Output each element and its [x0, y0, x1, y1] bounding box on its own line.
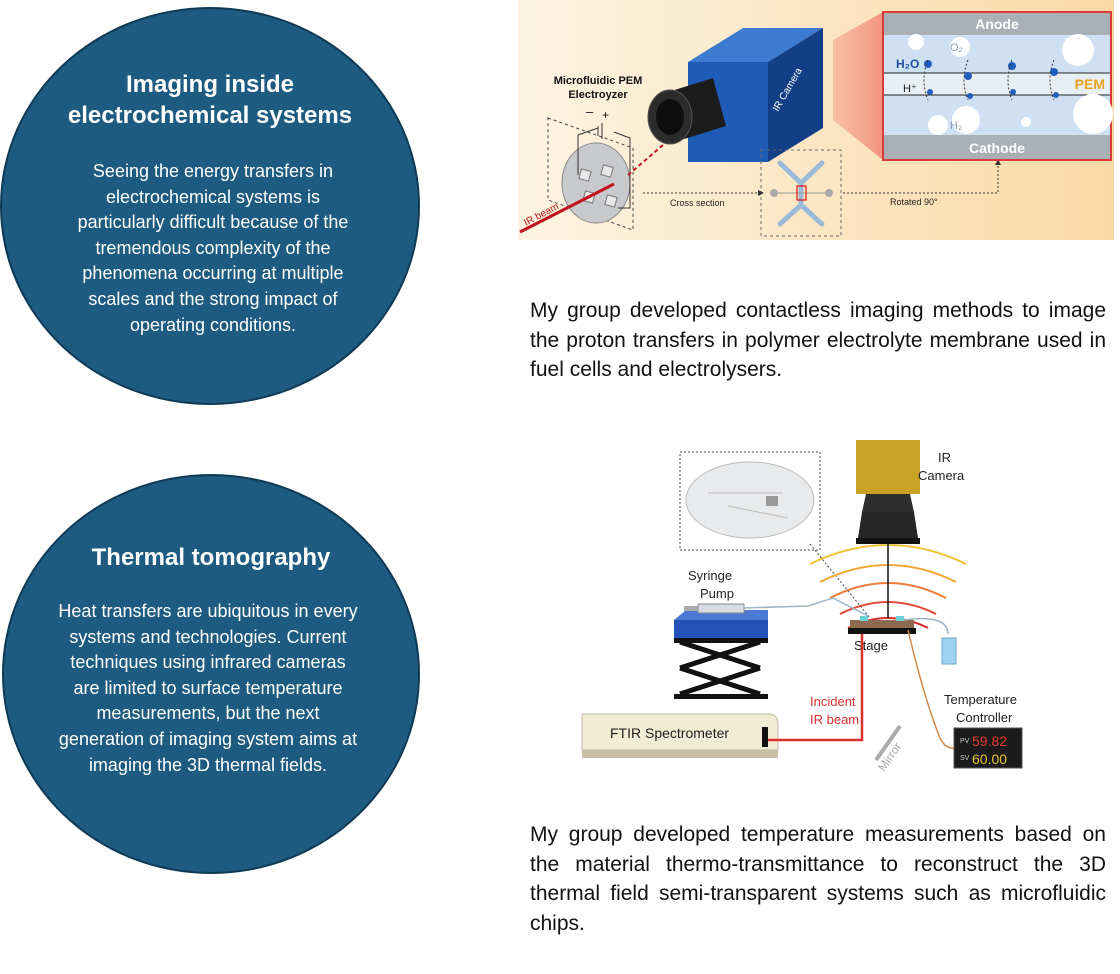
- electrolyzer-label: Microfluidic PEM: [554, 75, 643, 87]
- pem-label: PEM: [1075, 76, 1105, 92]
- collection-vial: [941, 637, 957, 665]
- sample-chip: [850, 620, 914, 628]
- chip-disk: [685, 461, 815, 539]
- cathode-label: Cathode: [969, 140, 1025, 156]
- anode-layer: [884, 13, 1110, 35]
- stage-plate: [848, 628, 916, 634]
- temp-controller-label: Controller: [956, 710, 1013, 725]
- pv-label: PV: [960, 738, 970, 745]
- plus-sign: +: [602, 108, 609, 122]
- syringe-label: Pump: [700, 586, 734, 601]
- syringe-pump-body: [674, 620, 768, 638]
- anode-label: Anode: [975, 16, 1019, 32]
- section-circle-electrochemical: Imaging inside electrochemical systems S…: [0, 7, 420, 405]
- temp-controller: [953, 727, 1023, 769]
- section-caption: My group developed contactless imaging m…: [530, 299, 1106, 381]
- h2-label: H₂: [950, 120, 962, 132]
- scissor-lift: [679, 639, 761, 697]
- camera-top: [688, 28, 823, 62]
- stage-label: Stage: [854, 638, 888, 653]
- pem-electrolyzer-figure: Microfluidic PEM Electroyzer – + IR beam…: [518, 0, 1114, 240]
- cross-section-label: Cross section: [670, 198, 725, 208]
- ir-beam-line: [519, 182, 615, 234]
- pem-membrane: [884, 73, 1110, 95]
- o2-label: O₂: [950, 42, 963, 54]
- ftir-label: FTIR Spectrometer: [610, 725, 729, 741]
- camera-label: IR: [938, 450, 951, 465]
- sv-label: SV: [960, 755, 970, 762]
- camera-label: Camera: [918, 468, 965, 483]
- section-description: Heat transfers are ubiquitous in every s…: [58, 601, 358, 775]
- section-title: Thermal tomography: [91, 544, 331, 571]
- incident-beam: [768, 634, 864, 742]
- electrolyzer-disk: [561, 142, 631, 224]
- camera-view-cone: [833, 12, 883, 160]
- pv-value: 59.82: [972, 733, 1007, 749]
- temp-controller-label: Temperature: [944, 692, 1017, 707]
- rotated-label: Rotated 90°: [890, 197, 938, 207]
- hplus-label: H⁺: [903, 83, 917, 95]
- section-title: Imaging inside electrochemical systems: [67, 71, 353, 129]
- electrolyzer-plane: [547, 117, 634, 231]
- mirror: [874, 724, 902, 762]
- thermal-tomography-setup-figure: IR Camera Stage Syringe Pump FTIR Spectr…: [581, 440, 1023, 772]
- section-description: Seeing the energy transfers in electroch…: [77, 161, 349, 335]
- h2o-label: H₂O: [896, 57, 919, 71]
- camera-side: [768, 28, 823, 162]
- sv-value: 60.00: [972, 751, 1007, 767]
- section-circle-thermal: Thermal tomography Heat transfers are ub…: [2, 474, 420, 874]
- ir-camera-lens: [858, 512, 918, 538]
- section-caption: My group developed temperature measureme…: [530, 823, 1106, 935]
- incident-label: Incident: [810, 694, 856, 709]
- incident-label: IR beam: [810, 712, 859, 727]
- electrolyzer-label: Electroyzer: [568, 89, 628, 101]
- syringe-label: Syringe: [688, 568, 732, 583]
- minus-sign: –: [586, 104, 594, 119]
- ir-camera-body: [856, 440, 920, 494]
- cathode-layer: [884, 135, 1110, 159]
- ftir-spectrometer: [581, 713, 779, 751]
